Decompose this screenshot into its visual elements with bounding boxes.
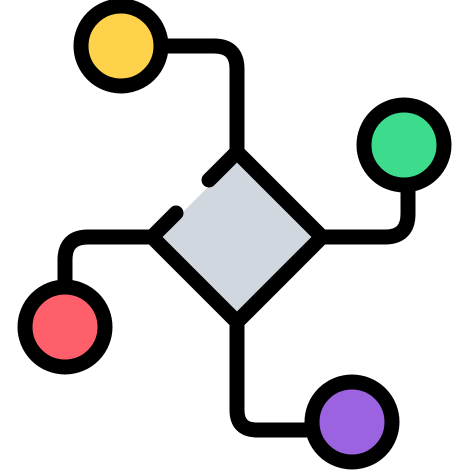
- connector-lines: [57, 38, 416, 438]
- connector-right: [314, 180, 416, 245]
- diamond-outline: [144, 144, 330, 330]
- diamond-hub: [144, 144, 330, 330]
- connector-top: [152, 38, 245, 160]
- node-bottom-right: [304, 374, 400, 470]
- diamond-fill: [158, 158, 316, 316]
- node-top-left: [73, 0, 169, 94]
- connector-left: [57, 229, 160, 292]
- node-left: [17, 279, 113, 375]
- node-right: [356, 97, 452, 193]
- connector-bottom: [229, 314, 318, 438]
